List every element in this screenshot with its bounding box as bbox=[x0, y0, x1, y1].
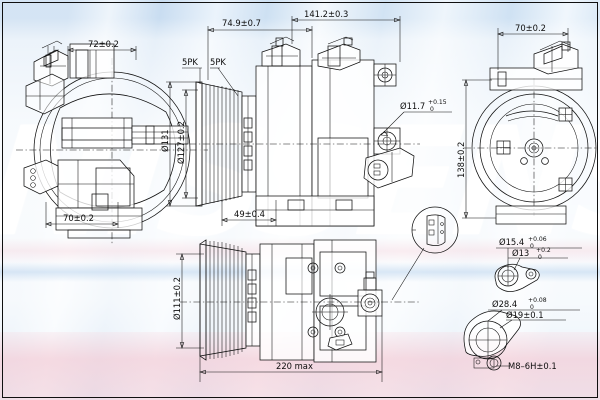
dim-overall-length: 141.2±0.3 bbox=[291, 9, 401, 62]
dim-1412-label: 141.2±0.3 bbox=[304, 9, 348, 19]
dim-117-label: Ø11.7 bbox=[400, 101, 425, 111]
view-plan-elevation: Ø111±0.2 220 max bbox=[172, 239, 420, 382]
leader-5pk-left: 5PK bbox=[182, 57, 202, 84]
dim-left-view-bottom: 70±0.2 bbox=[45, 202, 119, 228]
dim-284-tol-lower: 0 bbox=[530, 304, 534, 311]
dim-749-label: 74.9±0.7 bbox=[222, 18, 261, 28]
dim-pulley-outer-diameter: Ø131 bbox=[160, 81, 196, 207]
dim-front-length: 74.9±0.7 bbox=[207, 18, 313, 80]
dim-117-tol-upper: +0.15 bbox=[428, 99, 447, 106]
dim-154-tol-upper: +0.06 bbox=[528, 236, 547, 243]
dim-13-tol-upper: +0.2 bbox=[536, 247, 551, 254]
dim-154-label: Ø15.4 bbox=[499, 237, 524, 247]
dim-284-label: Ø28.4 bbox=[492, 299, 517, 309]
dim-70-bottom-label: 70±0.2 bbox=[63, 213, 94, 223]
dim-left-view-width: 72±0.2 bbox=[67, 39, 137, 60]
dim-111-label: Ø111±0.2 bbox=[172, 277, 182, 320]
dim-bottom-pulley-diameter: Ø111±0.2 bbox=[172, 253, 204, 349]
dim-131-label: Ø131 bbox=[160, 129, 170, 152]
dim-127-label: Ø127±0.2 bbox=[176, 121, 186, 164]
detail-connector bbox=[391, 206, 459, 301]
dim-70-top-label: 70±0.2 bbox=[515, 23, 546, 33]
detail-port-small: Ø15.4 +0.06 0 Ø13 +0.2 0 bbox=[494, 236, 582, 292]
dim-72-label: 72±0.2 bbox=[88, 39, 119, 49]
label-5pk-left: 5PK bbox=[182, 57, 198, 67]
label-5pk-right: 5PK bbox=[210, 57, 226, 67]
view-front-face: 70±0.2 138±0.2 bbox=[456, 23, 598, 225]
dim-overall-max: 220 max bbox=[199, 316, 383, 382]
dim-49-label: 49±0.4 bbox=[234, 209, 265, 219]
leader-5pk-right: 5PK bbox=[210, 57, 239, 97]
dim-154-tol-lower: 0 bbox=[530, 243, 534, 250]
dim-pulley-pitch-diameter: Ø127±0.2 bbox=[176, 89, 198, 199]
dim-pulley-offset: 49±0.4 bbox=[221, 200, 277, 226]
dim-mount-hole: Ø11.7 +0.15 0 bbox=[380, 99, 452, 136]
dim-right-view-width: 70±0.2 bbox=[497, 23, 569, 70]
detail-port-large: Ø28.4 +0.08 0 Ø19±0.1 M8–6H±0.1 bbox=[463, 297, 580, 371]
view-side-elevation: 5PK 5PK 74.9±0.7 bbox=[160, 9, 452, 227]
dim-117-tol-lower: 0 bbox=[430, 106, 434, 113]
dim-284-tol-upper: +0.08 bbox=[528, 297, 547, 304]
dim-body-height: 138±0.2 bbox=[456, 79, 496, 219]
view-rear-face: 72±0.2 70±0.2 bbox=[16, 39, 208, 244]
dim-138-label: 138±0.2 bbox=[456, 142, 466, 178]
dim-m8-label: M8–6H±0.1 bbox=[508, 361, 557, 371]
dim-13-label: Ø13 bbox=[512, 248, 529, 258]
dim-220-max-label: 220 max bbox=[276, 361, 313, 371]
dim-19-label: Ø19±0.1 bbox=[506, 310, 544, 320]
dim-13-tol-lower: 0 bbox=[538, 254, 542, 261]
